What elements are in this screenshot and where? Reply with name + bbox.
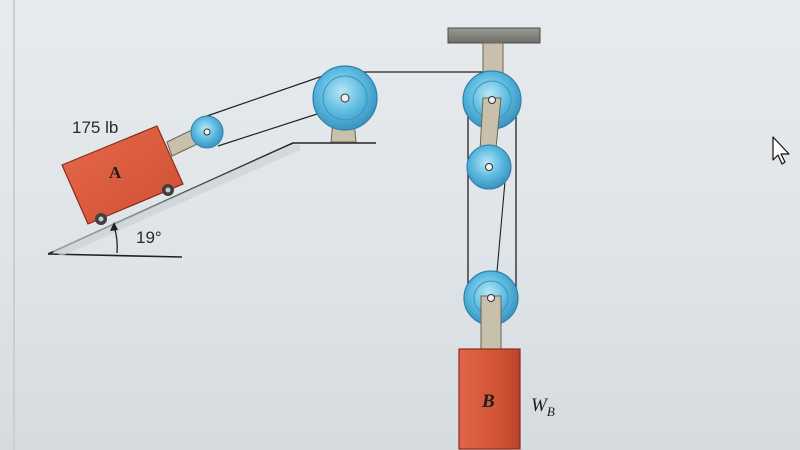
block-b-weight-label: WB xyxy=(531,395,555,419)
ceiling-pulley-axle xyxy=(488,96,496,104)
ceiling-support xyxy=(447,27,541,44)
block-a-label: A xyxy=(109,163,122,182)
incline-angle-label: 19° xyxy=(136,228,162,247)
middle-pulley xyxy=(466,144,512,190)
mouse-pointer-icon xyxy=(772,136,790,165)
block-b xyxy=(458,348,521,450)
block-b-hanger xyxy=(480,295,502,351)
block-a-pulley xyxy=(190,115,224,149)
weight-subscript: B xyxy=(547,404,555,419)
block-b-label: B xyxy=(481,391,495,412)
weight-symbol: W xyxy=(531,395,549,416)
block-a xyxy=(61,125,184,225)
ground-line xyxy=(47,253,183,258)
window-edge xyxy=(13,0,15,450)
cable-incline-upper xyxy=(206,69,341,117)
lower-pulley-axle xyxy=(487,294,495,302)
top-pulley xyxy=(312,65,378,131)
angle-arrow-icon xyxy=(110,222,118,231)
block-a-weight-label: 175 lb xyxy=(72,118,118,137)
cable-middle-diagonal xyxy=(495,169,507,284)
